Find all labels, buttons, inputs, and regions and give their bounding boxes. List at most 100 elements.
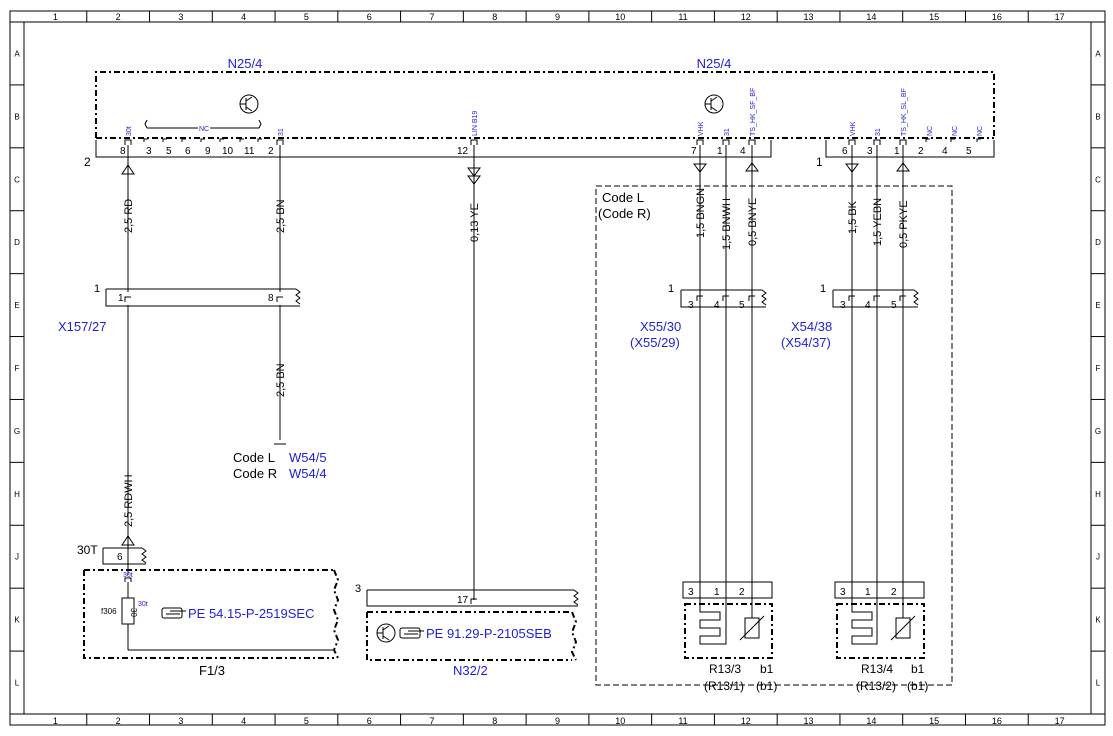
n32-2-reference-link[interactable]: PE 91.29-P-2105SEB [426, 626, 552, 641]
ground-ref-w54-4: W54/4 [289, 466, 327, 481]
grid-column-label: 2 [116, 716, 121, 726]
code-box-line2: (Code R) [598, 206, 651, 221]
pin-number: 4 [942, 146, 948, 157]
grid-column-label: 14 [866, 12, 876, 22]
grid-column-label: 1 [53, 716, 58, 726]
grid-column-label: 6 [367, 716, 372, 726]
grid-row-label: G [1095, 427, 1101, 436]
grid-row-label: K [14, 616, 20, 625]
pin-number: 8 [120, 146, 126, 157]
pin-label-vhk: VHK [698, 121, 705, 136]
wires [127, 145, 904, 600]
x54-37-label: (X54/37) [781, 335, 831, 350]
grid-row-label: H [1095, 490, 1101, 499]
x157-27-label: X157/27 [58, 319, 106, 334]
grid-column-label: 9 [555, 12, 560, 22]
pin-number: 2 [739, 587, 745, 598]
pin-number: 6 [842, 146, 848, 157]
grid-column-label: 17 [1055, 716, 1065, 726]
pin-label-31: 31 [724, 128, 731, 136]
grid-row-label: C [14, 175, 20, 184]
pin-number: 7 [691, 146, 697, 157]
grid-column-label: 15 [929, 716, 939, 726]
n25-4-label-right: N25/4 [697, 56, 732, 71]
pin-number: 1 [865, 587, 871, 598]
x55-29-label: (X55/29) [630, 335, 680, 350]
fuse-name: f306 [101, 607, 117, 616]
wire-label: 0,13 YE [469, 203, 481, 242]
grid-row-label: L [1096, 679, 1101, 688]
grid-row-label: F [15, 364, 20, 373]
pin-number: 1 [717, 146, 723, 157]
n32-2-housing [366, 611, 572, 661]
grid-column-label: 16 [992, 12, 1002, 22]
n32-2-module: 3 17 PE 91.29-P-2105SEB N32/2 [355, 583, 579, 678]
grid-column-label: 5 [304, 12, 309, 22]
f1-3-reference-link[interactable]: PE 54.15-P-2519SEC [188, 606, 314, 621]
pin-number: 2 [891, 587, 897, 598]
signal-arrows [121, 162, 910, 546]
pin-label-31: 31 [875, 128, 882, 136]
x55-30-connector: 1 3 4 5 X55/30 (X55/29) [630, 283, 767, 350]
x54-38-label: X54/38 [791, 319, 832, 334]
r13-4-b1: b1 [911, 662, 925, 676]
n25-4-connector-left [95, 140, 772, 158]
pin-label-ts-hk-sl-bf: TS_HK_SL_BF [901, 88, 908, 136]
wire-label: 2,5 RDWH [123, 474, 135, 527]
heater-element-icon [699, 600, 727, 645]
grid-column-label: 17 [1055, 12, 1065, 22]
wire-label: 2,5 RD [123, 199, 135, 233]
grid-column-label: 13 [804, 12, 814, 22]
pin-number: 17 [457, 595, 469, 606]
pin-label-nc: NC [952, 126, 959, 136]
r13-4-heater: 3 1 2 R13/4 b1 (R13/2) (b1) [834, 581, 928, 693]
wire-label: 1,5 BK [847, 200, 859, 234]
wire-label: 0,5 PKYE [898, 200, 910, 248]
pin-label-nc: NC [977, 126, 984, 136]
grid-column-label: 11 [678, 12, 687, 22]
pin-label-ts-hk-sf-bf: TS_HK_SF_BF [750, 88, 757, 136]
grid-row-label: F [1096, 364, 1101, 373]
grid-column-label: 10 [615, 12, 625, 22]
f1-3-fuse-box: 30T 6 30t 30 f306 30t PE 54.15-P-2519SEC… [77, 543, 340, 678]
grid-column-label: 10 [615, 716, 625, 726]
grid-row-label: A [14, 49, 20, 58]
r13-1-label: (R13/1) [704, 679, 744, 693]
x157-27-connector: 1 1 8 X157/27 [58, 283, 301, 334]
connector-number: 1 [820, 283, 826, 295]
x55-30-label: X55/30 [640, 319, 681, 334]
grid-column-label: 13 [804, 716, 814, 726]
grid-row-label: H [14, 490, 20, 499]
wire-label: 2,5 BN [275, 199, 287, 233]
grid-row-label: K [1095, 616, 1101, 625]
grid-column-label: 1 [53, 12, 58, 22]
pin-number: 10 [222, 146, 234, 157]
grid-column-label: 8 [492, 716, 497, 726]
pin-number: 3 [688, 587, 694, 598]
grid-column-label: 4 [241, 12, 246, 22]
grid-row-label: J [1096, 553, 1100, 562]
r13-3-heater: 3 1 2 R13/3 b1 (R13/1) (b1) [682, 581, 777, 693]
connector-number: 1 [94, 283, 100, 295]
pin-number: 5 [166, 146, 172, 157]
pin-number: 12 [457, 146, 469, 157]
grid-column-label: 7 [429, 12, 434, 22]
pin-number: 3 [840, 300, 846, 311]
pin-label-31: 31 [278, 128, 285, 136]
wire-label: 1,5 BNWH [721, 198, 733, 250]
n25-4-control-unit: N25/4 N25/4 2 1 30t 31 N [84, 56, 995, 169]
grid-column-label: 16 [992, 716, 1002, 726]
pin-terminals [124, 138, 981, 145]
grid-column-label: 4 [241, 716, 246, 726]
x54-38-connector: 1 3 4 5 X54/38 (X54/37) [781, 283, 919, 350]
fuse-side-label: 30t [138, 601, 148, 608]
grid-column-label: 12 [741, 716, 751, 726]
pin-number: 5 [739, 300, 745, 311]
wire-label: 0,5 BNYE [747, 198, 759, 246]
pin-number: 4 [714, 300, 720, 311]
wire-label: 1,5 BNGN [695, 188, 707, 238]
pin-number: 1 [894, 146, 900, 157]
grid-row-label: E [14, 301, 19, 310]
code-l-box [595, 185, 953, 686]
